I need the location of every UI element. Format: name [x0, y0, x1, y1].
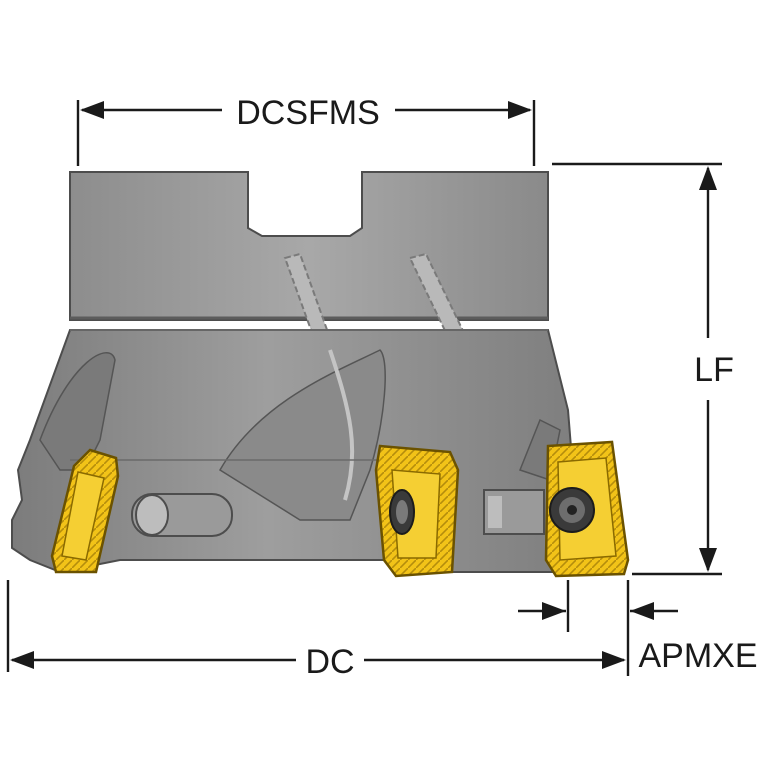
dimension-dcsfms: DCSFMS [76, 94, 536, 166]
wedge-clamp-left [131, 493, 233, 537]
arrowhead-up-icon [699, 166, 717, 190]
arrowhead-right-icon [542, 602, 566, 620]
dc-label: DC [305, 643, 354, 681]
apmxe-label: APMXE [638, 637, 757, 675]
arrowhead-right-icon [602, 651, 626, 669]
wedge-clamp-right [483, 489, 545, 535]
arrowhead-left-icon [80, 101, 104, 119]
dimension-dc: DC [6, 580, 626, 681]
dimension-lf: LF [552, 162, 734, 576]
dcsfms-label: DCSFMS [236, 94, 380, 132]
arrowhead-down-icon [699, 548, 717, 572]
arrowhead-left-icon [630, 602, 654, 620]
insert-right [544, 440, 630, 578]
chip-pocket-left [39, 352, 116, 471]
arrowhead-right-icon [508, 101, 532, 119]
lf-label: LF [694, 351, 734, 389]
insert-left [50, 448, 120, 574]
insert-middle [374, 444, 460, 578]
dimension-apmxe: APMXE [518, 580, 758, 676]
arrowhead-left-icon [10, 651, 34, 669]
